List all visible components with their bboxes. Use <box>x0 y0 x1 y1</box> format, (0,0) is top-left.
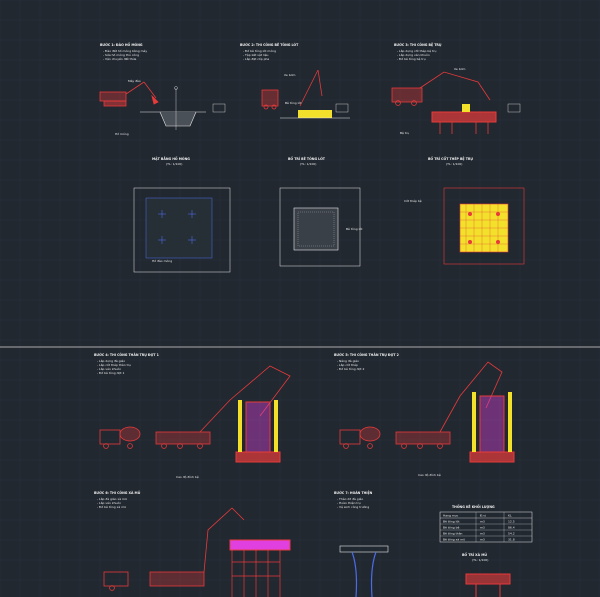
step4-pier <box>235 400 281 463</box>
step3-label-pump: Xe bơm <box>454 67 465 71</box>
step7-note-1: - Tháo dỡ đà giáo <box>337 497 363 501</box>
step2-label-pump: Xe bơm <box>284 73 295 77</box>
table-cell: m3 <box>480 532 485 536</box>
plan3-title: BỐ TRÍ CỐT THÉP BỆ TRỤ <box>428 156 473 161</box>
boom-pump-icon <box>155 365 291 449</box>
mixer-truck-icon <box>99 426 141 449</box>
table-cell: 31.8 <box>508 538 515 542</box>
step5-section: BƯỚC 5: THI CÔNG THÂN TRỤ ĐỢT 2 - Nâng đ… <box>334 352 515 477</box>
pier-title: BỐ TRÍ XÀ MŨ <box>462 552 487 557</box>
plan1: MẶT BẰNG HỐ MÓNG (TL: 1/100) Hố đào móng <box>133 156 231 273</box>
step3-note-1: - Lắp dựng cốt thép bệ trụ <box>397 48 436 53</box>
step7-note-2: - Hoàn thiện trụ <box>337 501 361 505</box>
table-header: KL <box>508 514 512 518</box>
table-cell: Bê tông xà mũ <box>443 538 465 542</box>
step6-title: BƯỚC 6: THI CÔNG XÀ MŨ <box>94 490 141 495</box>
step3-section: BƯỚC 3: THI CÔNG BỆ TRỤ - Lắp dựng cốt t… <box>391 42 521 135</box>
step3-pile-cap <box>431 111 497 123</box>
table-cell: Bê tông bệ <box>443 526 460 530</box>
step1-label-machine: Máy đào <box>128 79 141 83</box>
step5-note-3: - Đổ bê tông đợt 2 <box>337 366 364 371</box>
table-title: THỐNG KÊ KHỐI LƯỢNG <box>452 504 495 509</box>
plan1-title: MẶT BẰNG HỐ MÓNG <box>152 156 190 161</box>
step3-label-cap: Bệ trụ <box>400 131 409 135</box>
table-header: Hạng mục <box>443 514 459 518</box>
plan3-note: Cốt thép bệ <box>404 199 422 203</box>
step1-title: BƯỚC 1: ĐÀO HỐ MÓNG <box>100 42 143 47</box>
step4-note-1: - Lắp dựng đà giáo <box>97 358 125 363</box>
step1-label-pit: Hố móng <box>115 132 129 136</box>
excavator-icon <box>99 81 159 107</box>
step2-note-3: - Lắp đặt cốp pha <box>243 56 269 61</box>
plan3: BỐ TRÍ CỐT THÉP BỆ TRỤ (TL: 1/100) Cốt t… <box>404 156 525 265</box>
table-cell: m3 <box>480 538 485 542</box>
step3-title: BƯỚC 3: THI CÔNG BỆ TRỤ <box>394 42 442 47</box>
boom-pump-3-icon <box>103 507 245 591</box>
step5-pier <box>469 392 515 463</box>
step3-note-2: - Lắp dựng ván khuôn <box>397 52 430 57</box>
step1-note-2: - Sửa hố móng thủ công <box>103 53 139 57</box>
plan2-scale: (TL: 1/100) <box>300 162 316 166</box>
step2-section: BƯỚC 2: THI CÔNG BÊ TÔNG LÓT - Đổ bê tôn… <box>240 42 350 119</box>
table-cell: 12.5 <box>508 520 515 524</box>
step7-section: BƯỚC 7: HOÀN THIỆN - Tháo dỡ đà giáo - H… <box>334 490 389 597</box>
table-cell: 86.4 <box>508 526 515 530</box>
step2-elevation-tag <box>335 103 349 113</box>
table-cell: 54.2 <box>508 532 515 536</box>
step1-pit <box>140 86 206 130</box>
pier-scale: (TL: 1/100) <box>472 558 488 562</box>
step2-title: BƯỚC 2: THI CÔNG BÊ TÔNG LÓT <box>240 42 299 47</box>
step2-lean-concrete <box>298 110 332 118</box>
step4-label: Cao độ đỉnh bệ <box>176 475 199 479</box>
step2-note-2: - Tập kết vật liệu <box>243 53 269 57</box>
table-cell: Bê tông lót <box>443 520 460 524</box>
step4-note-4: - Đổ bê tông đợt 1 <box>97 370 124 375</box>
step6-note-1: - Lắp đà giáo xà mũ <box>97 496 127 501</box>
step5-title: BƯỚC 5: THI CÔNG THÂN TRỤ ĐỢT 2 <box>334 352 399 357</box>
step2-label-lean: Bê tông lót <box>285 101 302 105</box>
boom-pump-2-icon <box>395 361 503 449</box>
step5-note-1: - Nâng đà giáo <box>337 359 359 363</box>
table-cell: Bê tông thân <box>443 532 463 536</box>
step4-note-2: - Lắp cốt thép thân trụ <box>97 362 131 367</box>
step2-note-1: - Đổ bê tông lót móng <box>243 48 276 53</box>
plan2: BỐ TRÍ BÊ TÔNG LÓT (TL: 1/100) Bê tông l… <box>279 156 363 267</box>
step6-note-3: - Đổ bê tông xà mũ <box>97 504 126 509</box>
plan1-note: Hố đào móng <box>152 259 172 263</box>
step6-scaffold <box>229 539 291 597</box>
step4-title: BƯỚC 4: THI CÔNG THÂN TRỤ ĐỢT 1 <box>94 352 159 357</box>
table-cell: m3 <box>480 520 485 524</box>
step1-elevation-tag <box>212 103 226 113</box>
table-cell: m3 <box>480 526 485 530</box>
mixer-truck-2-icon <box>339 426 381 449</box>
step3-piles <box>439 122 489 134</box>
quantity-table: THỐNG KÊ KHỐI LƯỢNG Hạng mục Đ.vị KL Bê … <box>439 504 533 543</box>
plan3-scale: (TL: 1/100) <box>446 162 462 166</box>
plan2-title: BỐ TRÍ BÊ TÔNG LÓT <box>288 156 326 161</box>
step4-note-3: - Lắp ván khuôn <box>97 366 121 371</box>
step7-title: BƯỚC 7: HOÀN THIỆN <box>334 490 373 495</box>
plan1-scale: (TL: 1/100) <box>166 162 182 166</box>
step1-note-3: - Vận chuyển đất thừa <box>103 56 137 61</box>
step5-label: Cao độ đỉnh bệ <box>418 473 441 477</box>
pump-truck-icon <box>391 71 491 106</box>
step1-note-1: - Đào đất hố móng bằng máy <box>103 48 147 53</box>
step3-note-3: - Đổ bê tông bệ trụ <box>397 56 426 61</box>
step5-note-2: - Lắp cốt thép <box>337 362 358 367</box>
step7-note-3: - Vệ sinh công trường <box>337 505 369 509</box>
step3-column-start <box>462 104 470 112</box>
step3-elevation-tag <box>507 103 521 113</box>
plan2-note: Bê tông lót <box>346 227 363 231</box>
step4-section: BƯỚC 4: THI CÔNG THÂN TRỤ ĐỢT 1 - Lắp dự… <box>94 352 291 479</box>
step1-section: BƯỚC 1: ĐÀO HỐ MÓNG - Đào đất hố móng bằ… <box>99 42 226 136</box>
pier-cap-detail: BỐ TRÍ XÀ MŨ (TL: 1/100) <box>462 552 511 597</box>
table-header: Đ.vị <box>480 514 486 518</box>
step6-note-2: - Lắp ván khuôn <box>97 500 121 505</box>
step6-section: BƯỚC 6: THI CÔNG XÀ MŨ - Lắp đà giáo xà … <box>94 490 291 597</box>
finished-pier <box>339 545 389 597</box>
concrete-pump-icon <box>261 69 323 110</box>
